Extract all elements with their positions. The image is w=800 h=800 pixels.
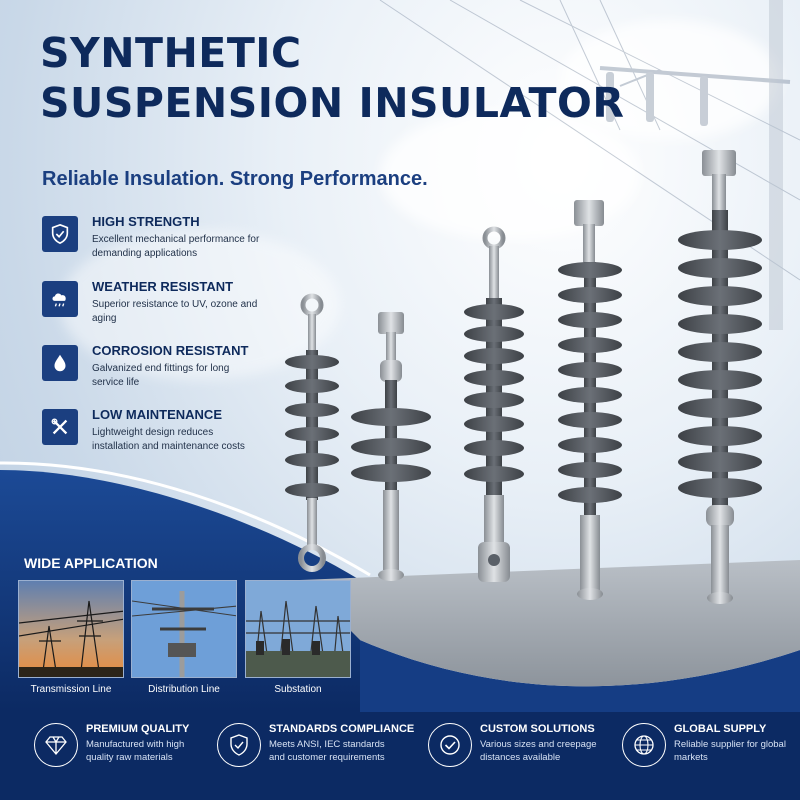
bottom-highlights-band [0,712,800,800]
feature-high-strength: HIGH STRENGTH Excellent mechanical perfo… [42,214,262,261]
highlight-desc: Meets ANSI, IEC standards and customer r… [269,739,385,763]
feature-title: CORROSION RESISTANT [92,343,249,358]
feature-title: HIGH STRENGTH [92,214,200,229]
feature-low-maintenance: LOW MAINTENANCE Lightweight design reduc… [42,407,262,454]
app-image-distribution-line [131,580,237,678]
app-label-transmission-line: Transmission Line [30,684,112,695]
feature-desc: Superior resistance to UV, ozone and agi… [92,299,258,324]
highlight-standards-compliance: STANDARDS COMPLIANCE Meets ANSI, IEC sta… [217,723,414,767]
highlight-title: PREMIUM QUALITY [86,723,190,735]
app-image-substation [245,580,351,678]
water-drop-icon [42,345,78,381]
check-circle-icon [428,723,472,767]
applications-title: WIDE APPLICATION [24,555,158,571]
globe-icon [622,723,666,767]
shield-check-icon [217,723,261,767]
shield-check-icon [42,216,78,252]
cloud [60,230,340,380]
highlight-title: CUSTOM SOLUTIONS [480,723,595,735]
feature-desc: Lightweight design reduces installation … [92,427,245,452]
title-line-2: SUSPENSION INSULATOR [40,79,625,127]
highlight-custom-solutions: CUSTOM SOLUTIONS Various sizes and creep… [428,723,600,767]
highlight-desc: Reliable supplier for global markets [674,739,786,763]
feature-weather-resistant: WEATHER RESISTANT Superior resistance to… [42,279,262,326]
title-line-1: SYNTHETIC [40,29,302,77]
feature-desc: Galvanized end fittings for long service… [92,363,230,388]
highlight-premium-quality: PREMIUM QUALITY Manufactured with high q… [34,723,206,767]
diamond-icon [34,723,78,767]
feature-title: WEATHER RESISTANT [92,279,234,294]
cloud-rain-icon [42,281,78,317]
tagline: Reliable Insulation. Strong Performance. [42,168,428,190]
cloud [560,20,780,140]
app-image-transmission-line [18,580,124,678]
highlight-desc: Various sizes and creepage distances ava… [480,739,597,763]
highlight-title: GLOBAL SUPPLY [674,723,767,735]
app-label-substation: Substation [274,684,322,695]
feature-desc: Excellent mechanical performance for dem… [92,234,260,259]
feature-corrosion-resistant: CORROSION RESISTANT Galvanized end fitti… [42,343,262,390]
insulator-small-eye [285,293,339,572]
insulator-eye-tongue [464,226,524,582]
tools-icon [42,409,78,445]
feature-title: LOW MAINTENANCE [92,407,222,422]
highlight-global-supply: GLOBAL SUPPLY Reliable supplier for glob… [622,723,794,767]
insulator-clevis-long [558,200,622,600]
insulator-clevis-short [351,312,431,581]
highlight-title: STANDARDS COMPLIANCE [269,723,415,735]
insulator-clevis-large [678,150,762,604]
app-label-distribution-line: Distribution Line [148,684,220,695]
highlight-desc: Manufactured with high quality raw mater… [86,739,185,763]
page-title: SYNTHETIC SUSPENSION INSULATOR [40,28,624,128]
